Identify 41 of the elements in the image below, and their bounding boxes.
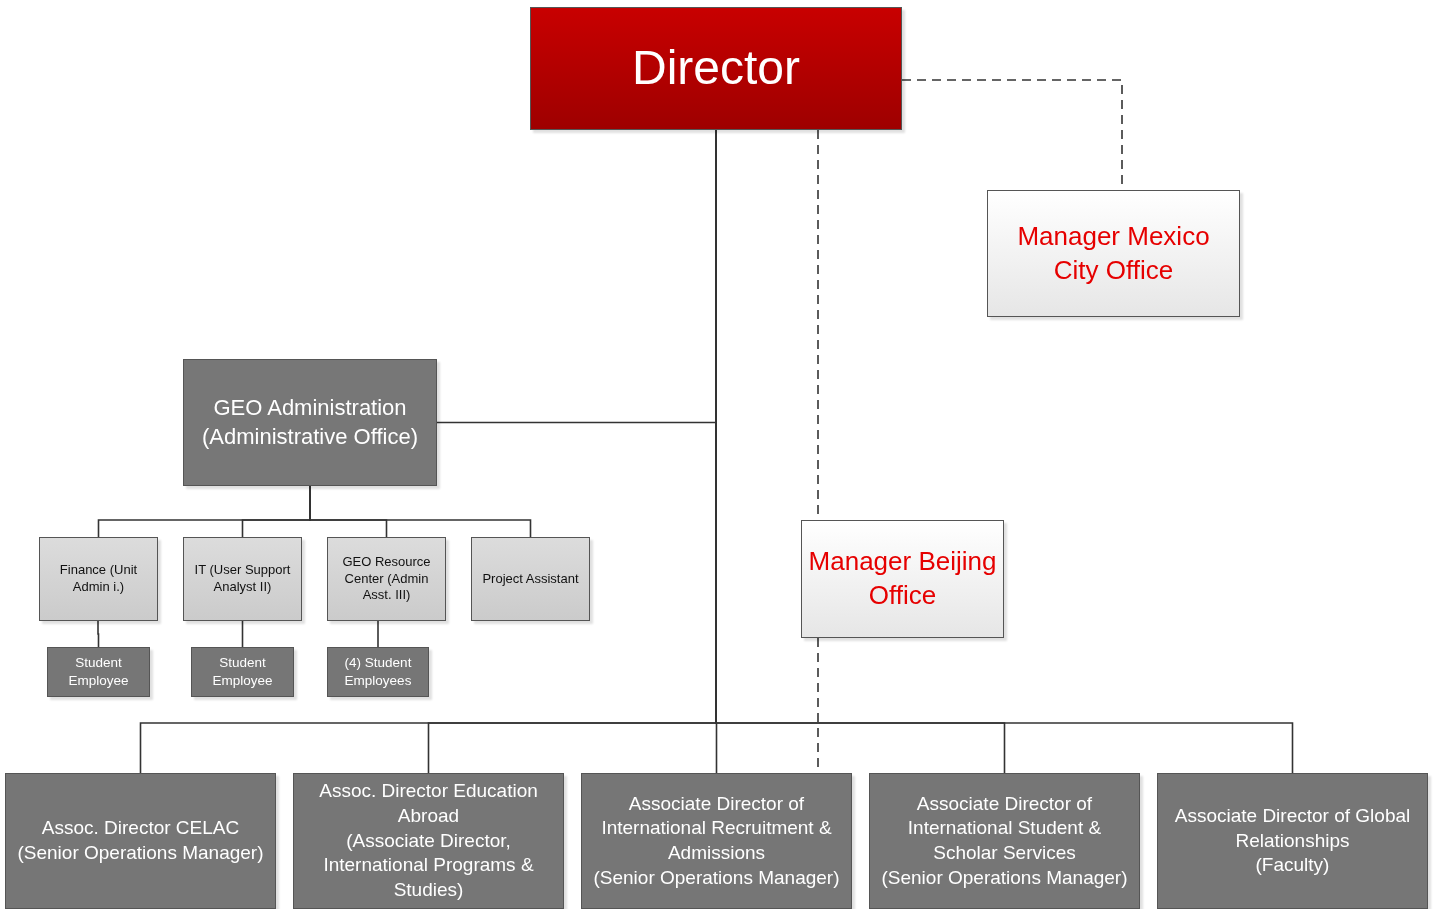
box-label: Assoc. Director Education Abroad (318, 779, 539, 828)
position-box (39, 537, 158, 621)
box-label: (Associate Director, International Programs & Studies) (322, 828, 535, 903)
box-label: (4) Student Employees (343, 654, 413, 690)
box-label: GEO Resource Center (Admin Asst. III) (341, 553, 432, 605)
position-box (327, 537, 446, 621)
associate-director-box (869, 773, 1140, 909)
box-label: Project Assistant (482, 570, 579, 588)
box-label: Director (632, 40, 800, 97)
department-box (183, 359, 437, 486)
position-box (471, 537, 590, 621)
box-label: Manager Mexico City Office (1016, 219, 1211, 287)
box-label: (Senior Operations Manager) (593, 865, 840, 890)
box-label: Student Employee (67, 654, 130, 690)
student-box (47, 647, 150, 697)
student-box (327, 647, 429, 697)
office-box (987, 190, 1240, 317)
student-box (191, 647, 294, 697)
box-label: IT (User Support Analyst II) (193, 562, 292, 596)
box-label: (Faculty) (1255, 853, 1330, 878)
box-label: Associate Director of Global Relationships (1173, 803, 1412, 853)
box-label: Manager Beijing Office (808, 545, 997, 612)
connector-line (97, 620, 100, 648)
associate-director-box (293, 773, 564, 909)
associate-director-box (1157, 773, 1428, 909)
connector-line (309, 485, 532, 538)
office-box (801, 520, 1004, 638)
director-box (530, 7, 902, 130)
box-label: (Senior Operations Manager) (881, 865, 1128, 890)
associate-director-box (5, 773, 276, 909)
connector-line (377, 620, 379, 648)
position-box (183, 537, 302, 621)
box-label: (Senior Operations Manager) (17, 841, 264, 865)
box-label: GEO Administration (Administrative Office) (201, 393, 419, 451)
box-label: Finance (Unit Admin i.) (58, 562, 139, 596)
box-label: Associate Director of International Recruitment & Admissions (600, 791, 833, 865)
associate-director-box (581, 773, 852, 909)
connector-line (241, 620, 244, 648)
box-label: Student Employee (211, 654, 274, 690)
box-label: Associate Director of International Student & Scholar Services (906, 791, 1103, 865)
box-label: Assoc. Director CELAC (41, 816, 240, 841)
